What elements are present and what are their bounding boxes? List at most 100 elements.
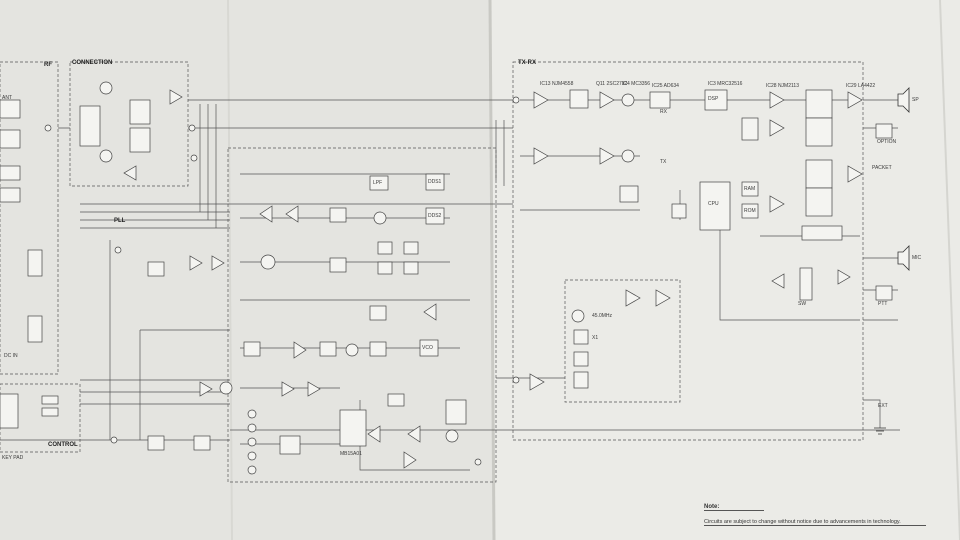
connector-4 [512,376,520,384]
block-dds2 [425,207,445,225]
amp-1 [533,91,549,109]
block-lpf2 [147,261,165,277]
block-mod [619,185,639,203]
ref-osc-box [564,279,681,403]
label-ic-f: IC28 NJM2113 [766,83,799,89]
connector-6 [188,124,196,132]
rf-block-2 [27,315,43,343]
amp-8 [847,165,863,183]
vco-5 [247,465,257,475]
block-lpf1 [369,175,389,191]
vco-3 [247,437,257,447]
connector-8 [114,246,122,254]
block-switch [799,267,813,301]
block-ref1 [573,329,589,345]
vco-2 [247,423,257,433]
block-dsp1 [704,89,728,111]
amp-19 [281,381,295,397]
mixer-3 [621,93,635,107]
block-clk [671,203,687,219]
amp-26 [837,269,851,285]
block-bpf2 [243,341,261,357]
section-pll: PLL [114,218,126,224]
mixer-7 [219,381,233,395]
label-pll-ic: MB15A01 [340,451,362,457]
speaker-icon [897,87,910,113]
vco-circle [260,254,276,270]
cpu2-block [0,393,19,429]
switch-array [79,105,101,147]
amp-23 [655,289,671,307]
amp-25 [771,273,785,289]
block-pll1 [329,207,347,223]
control-box [0,383,81,453]
label-mic: MIC [912,255,922,261]
label-sw: SW [798,301,807,307]
rf-filter-4 [0,187,21,203]
osc-circle [445,429,459,443]
amp-7 [769,119,785,137]
block-alpf [279,435,301,455]
section-txrx: TX-RX [518,60,536,66]
amp-10 [123,165,137,181]
amp-18 [199,381,213,397]
ptt-block [875,285,893,301]
label-ic-b: Q11 2SC2712 [596,81,628,87]
amp-11 [169,89,183,105]
label-key-pad: KEY PAD [2,455,24,461]
amp-16 [423,303,437,321]
rom-block [741,203,759,219]
note-text: Circuits are subject to change without n… [704,511,926,526]
block-dsp2 [741,117,759,141]
connector-5 [44,124,52,132]
block-ad [649,91,671,109]
amp-24 [403,451,417,469]
note: Note: Circuits are subject to change wit… [704,504,926,526]
rf-filter-3 [0,165,21,181]
paper-panel-left [0,0,495,540]
option-osc [445,399,467,425]
option-block [875,123,893,139]
mixer-4 [621,149,635,163]
block-lpf3 [369,305,387,321]
label-packet: PACKET [872,165,892,171]
mixer-6 [345,343,359,357]
section-connection: CONNECTION [72,60,113,66]
label-sp: SP [912,97,919,103]
section-rf: RF [44,62,52,68]
block-vco2 [387,393,405,407]
rf-filter-1 [0,99,21,119]
section-control: CONTROL [48,442,78,448]
label-ext: EXT [878,403,888,409]
label-ptt: PTT [878,301,888,307]
pll-ic-block [339,409,367,447]
label-option: OPTION [877,139,897,145]
label-ic-a: IC13 NJM4558 [540,81,574,87]
label-rx-path: RX [660,109,667,115]
paper-panel-right [490,0,960,540]
amp-5 [533,147,549,165]
label-cpu: CPU [708,201,719,207]
fold-line [488,0,496,540]
label-ic-e: IC3 MRC32516 [708,81,743,87]
connector-3 [512,96,520,104]
connection-box [69,61,189,187]
block-rx1 [569,89,589,109]
rf-filter-2 [0,129,21,149]
mixer-5 [373,211,387,225]
filter-bank-1 [129,99,151,125]
block-amp1 [805,89,833,119]
connector-7 [190,154,198,162]
amp-20 [307,381,321,397]
vertical-bus-2 [495,120,505,186]
bus-out-6 [863,399,881,428]
amp-14 [189,255,203,271]
label-dds1: DDS1 [428,179,442,185]
label-ic-g: IC29 LA4422 [846,83,876,89]
label-dds2: DDS2 [428,213,442,219]
block-control [801,225,843,241]
ram-block [741,181,759,197]
ctrl-block-1 [41,395,59,405]
amp-17 [293,341,307,359]
